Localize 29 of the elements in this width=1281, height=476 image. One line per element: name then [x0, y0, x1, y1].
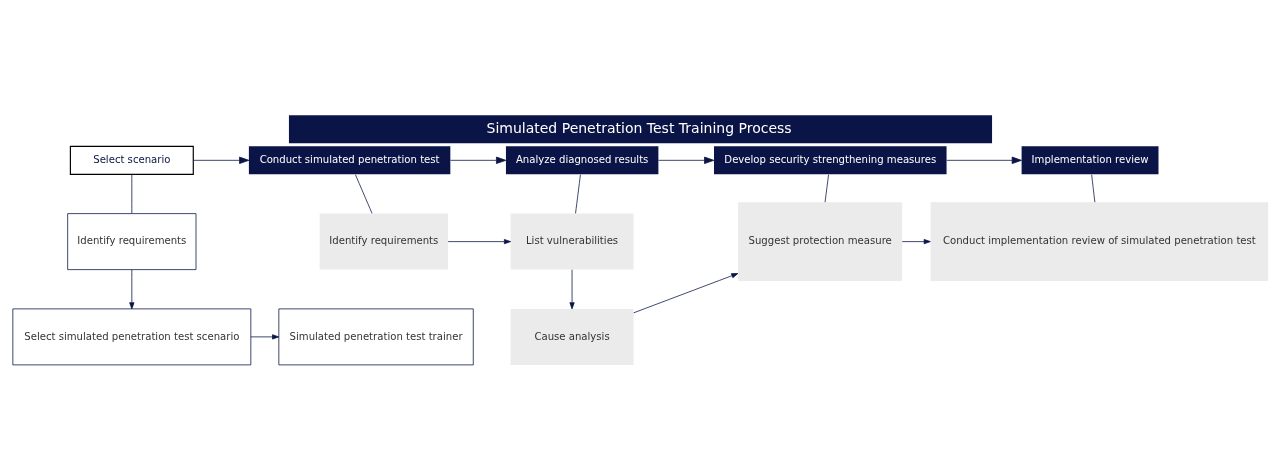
node-box: Develop security strengthening measures — [714, 145, 947, 174]
connector — [824, 173, 829, 203]
node-box: Identify requirements — [319, 213, 448, 270]
arrow — [946, 156, 1022, 164]
connector — [131, 173, 133, 214]
node-box: Cause analysis — [510, 308, 634, 365]
arrow — [901, 238, 931, 244]
connector — [1091, 173, 1096, 203]
arrow — [129, 268, 135, 309]
arrow — [447, 238, 511, 244]
node-box: List vulnerabilities — [510, 213, 634, 270]
node-box: Conduct implementation review of simulated penetration test — [930, 201, 1269, 281]
diagram-title: Simulated Penetration Test Training Process — [486, 119, 792, 136]
node-box: Simulated penetration test trainer — [278, 308, 474, 365]
arrow — [450, 156, 507, 164]
node-box: Select simulated penetration test scenario — [12, 308, 252, 365]
connector — [575, 173, 581, 214]
node-box: Analyze diagnosed results — [505, 145, 659, 174]
node-box: Identify requirements — [67, 212, 197, 270]
arrow — [658, 156, 715, 164]
node-box: Suggest protection measure — [738, 201, 903, 281]
arrow — [192, 156, 250, 164]
arrow — [569, 268, 575, 309]
arrow — [250, 333, 280, 339]
connector — [355, 173, 373, 214]
node-box: Select scenario — [69, 145, 194, 175]
arrow — [633, 272, 739, 313]
node-box: Implementation review — [1021, 145, 1159, 174]
node-box: Conduct simulated penetration test — [248, 145, 451, 174]
